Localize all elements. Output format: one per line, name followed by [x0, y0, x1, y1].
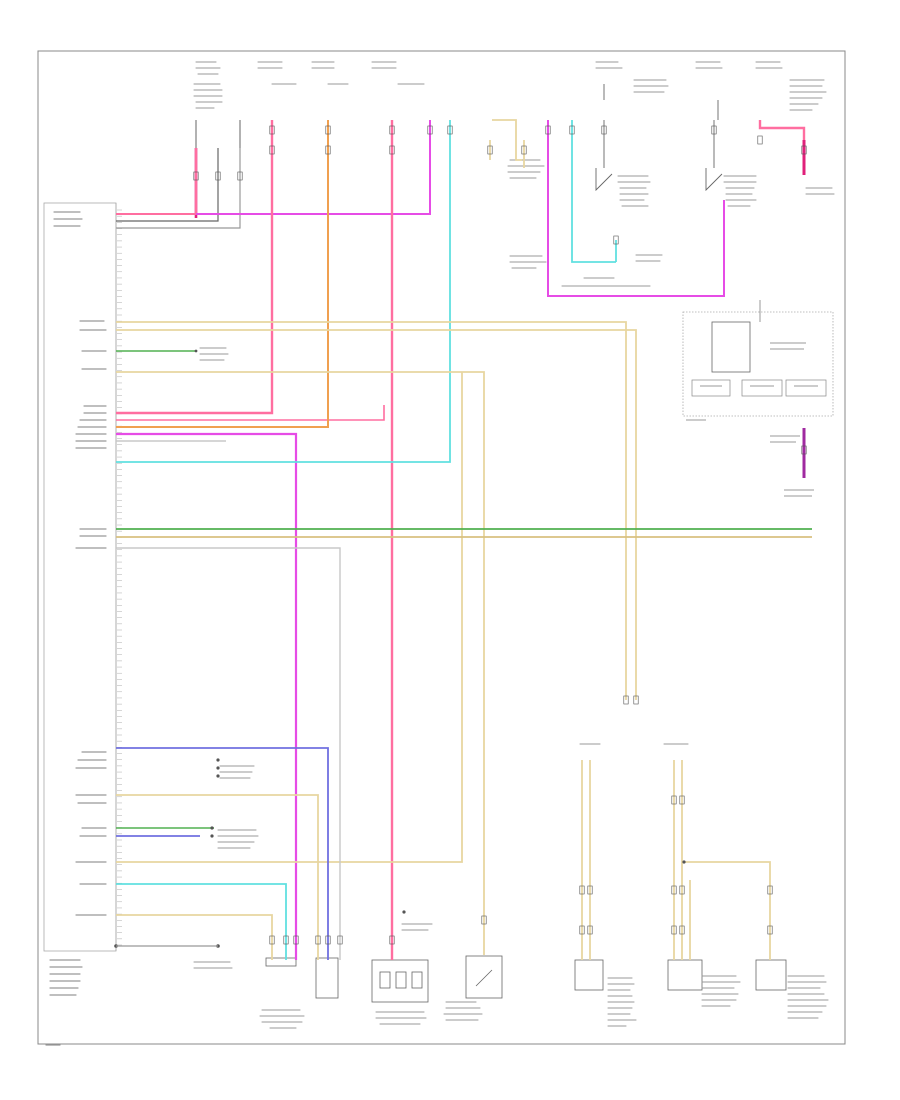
wire-connector-mark: [237, 171, 243, 181]
wire-connector-mark: [569, 125, 575, 135]
wire-connector-mark: [337, 935, 343, 945]
wire-connector-mark: [679, 885, 685, 895]
wire-connector-mark: [601, 125, 607, 135]
wire-connector-mark: [711, 125, 717, 135]
wire-tan: [116, 119, 771, 960]
wire-connector-mark: [487, 145, 493, 155]
wire-connector-mark: [801, 445, 807, 455]
wire-cyan: [116, 120, 617, 960]
wire-connector-mark: [389, 125, 395, 135]
wire-connector-mark: [671, 885, 677, 895]
bottom-components: [265, 955, 787, 1003]
wire-connector-mark: [623, 695, 629, 705]
wire-blue: [116, 747, 329, 960]
wire-magenta-bottom: [116, 432, 298, 960]
bottom-label-stubs: [193, 347, 829, 1029]
wire-connector-mark: [521, 145, 527, 155]
wire-connector-mark: [325, 125, 331, 135]
wire-connector-mark: [579, 885, 585, 895]
wire-connector-mark: [613, 235, 619, 245]
ecm-left-label-stubs: [45, 211, 107, 1046]
wire-connector-mark: [269, 145, 275, 155]
wire-connector-mark: [215, 171, 221, 181]
wire-connector-mark: [283, 935, 289, 945]
wire-connector-mark: [767, 925, 773, 935]
wire-connector-mark: [389, 935, 395, 945]
wire-connector-mark: [325, 935, 331, 945]
wire-connector-mark: [269, 935, 275, 945]
wire-connector-mark: [671, 795, 677, 805]
wire-connector-mark: [193, 171, 199, 181]
wire-gray: [116, 440, 341, 960]
wire-connector-mark: [801, 145, 807, 155]
wire-connector-mark: [481, 915, 487, 925]
wire-connector-marks: [193, 125, 807, 945]
wire-connector-mark: [633, 695, 639, 705]
wire-green: [116, 350, 812, 829]
wire-connector-mark: [269, 125, 275, 135]
wire-connector-mark: [757, 135, 763, 145]
wire-connector-mark: [447, 125, 453, 135]
wire-connector-mark: [325, 145, 331, 155]
wire-magenta-top: [196, 120, 725, 297]
wire-connector-mark: [389, 145, 395, 155]
top-component-label-stubs: [193, 61, 835, 287]
ecm-connector: [43, 202, 122, 952]
ecm-pin-ticks: [117, 209, 122, 946]
wire-connector-mark: [671, 925, 677, 935]
wire-connector-mark: [293, 935, 299, 945]
diagram-frame: [37, 50, 846, 1045]
wire-connector-mark: [315, 935, 321, 945]
wire-pink-verticals: [116, 120, 394, 960]
instrument-cluster-module: [682, 311, 834, 497]
terminal-dots: [114, 349, 686, 948]
wire-connector-mark: [545, 125, 551, 135]
wire-connector-mark: [679, 795, 685, 805]
wire-sensor-top-left: [116, 120, 241, 229]
wire-right-pink: [758, 120, 806, 478]
wire-connector-mark: [679, 925, 685, 935]
wire-orange: [116, 120, 329, 428]
wire-connector-mark: [427, 125, 433, 135]
wire-connector-mark: [587, 925, 593, 935]
wire-connector-mark: [587, 885, 593, 895]
wire-connector-mark: [767, 885, 773, 895]
wire-connector-mark: [579, 925, 585, 935]
switch-components: [595, 84, 723, 192]
